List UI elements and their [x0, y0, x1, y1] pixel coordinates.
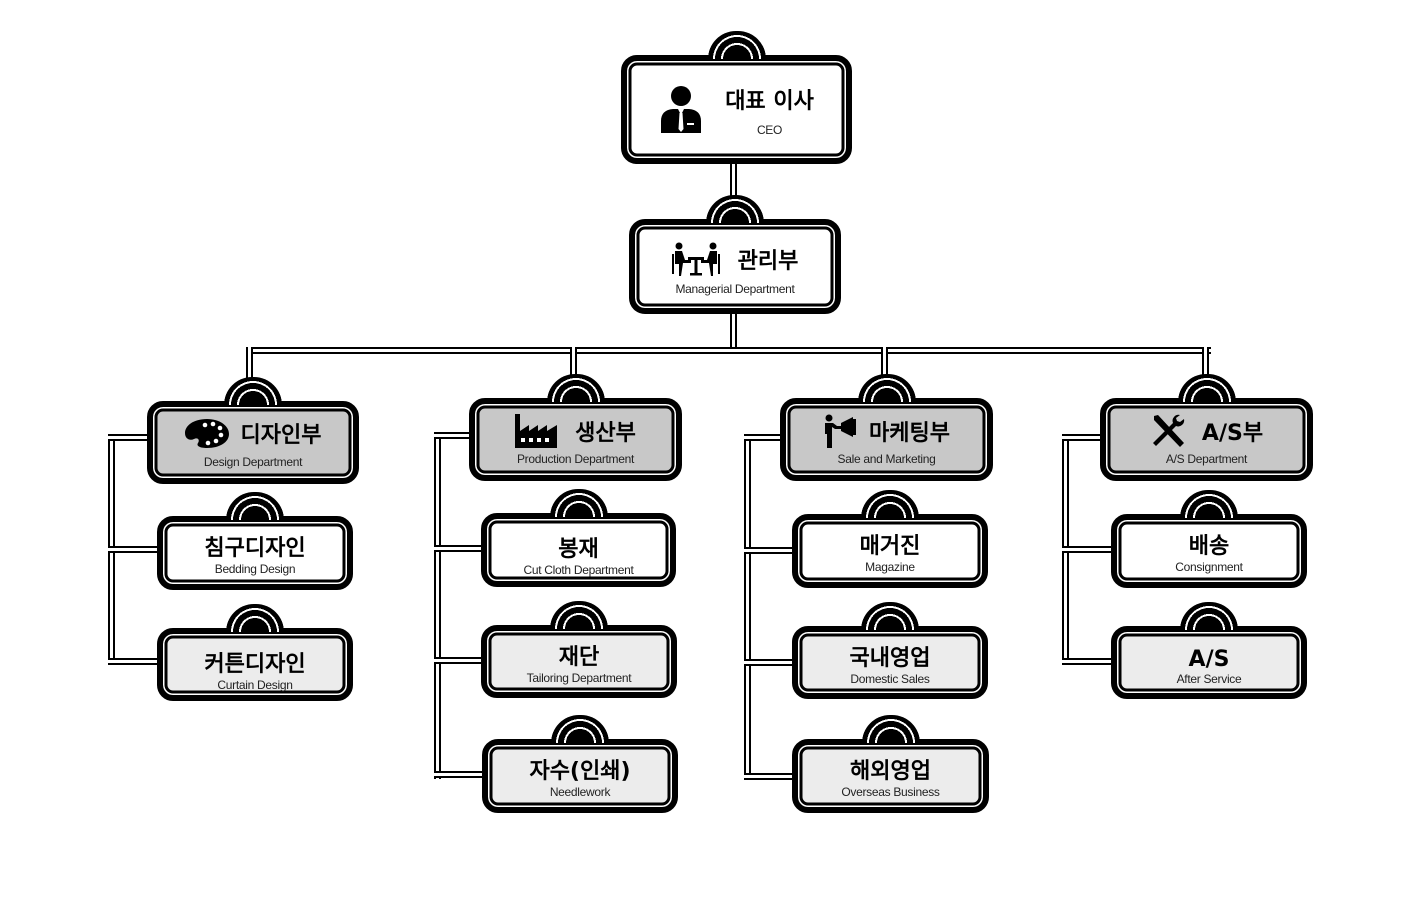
node-subtitle: Managerial Department [675, 281, 795, 296]
team-magazine[interactable]: 매거진 Magazine [792, 490, 988, 588]
node-title: 디자인부 [240, 422, 322, 448]
node-title: 마케팅부 [869, 420, 950, 446]
connector [730, 160, 737, 225]
connector [730, 310, 737, 352]
businessman-icon [659, 85, 703, 135]
team-needlework[interactable]: 자수(인쇄) Needlework [482, 715, 678, 813]
node-title: 침구디자인 [204, 536, 306, 561]
node-subtitle: Bedding Design [214, 562, 296, 576]
connector [108, 658, 162, 665]
node-subtitle: Design Department [203, 454, 303, 469]
node-knob [861, 715, 920, 743]
team-after-service[interactable]: A/S After Service [1111, 602, 1307, 699]
node-subtitle: After Service [1176, 672, 1242, 686]
node-subtitle: Magazine [865, 560, 915, 574]
connector [744, 773, 796, 780]
node-subtitle: Curtain Design [217, 677, 293, 692]
node-knob [861, 602, 919, 630]
node-knob [1180, 602, 1238, 630]
node-subtitle: A/S Department [1165, 451, 1248, 466]
node-title: 해외영업 [850, 759, 931, 784]
node-title: 자수(인쇄) [529, 759, 631, 784]
node-knob [706, 195, 764, 223]
team-overseas-business[interactable]: 해외영업 Overseas Business [792, 715, 989, 813]
connector [434, 432, 474, 439]
team-curtain-design[interactable]: 커튼디자인 Curtain Design [157, 604, 353, 701]
node-subtitle: Domestic Sales [850, 671, 930, 686]
node-subtitle: Overseas Business [841, 785, 940, 799]
node-title: 배송 [1188, 534, 1230, 559]
node-knob [707, 31, 766, 59]
dept-design[interactable]: 디자인부 Design Department [147, 377, 359, 484]
node-knob [550, 601, 608, 629]
connector [1062, 546, 1116, 553]
team-consignment[interactable]: 배송 Consignment [1111, 490, 1307, 588]
node-knob [226, 604, 284, 632]
tools-icon [1150, 414, 1186, 448]
connector [434, 771, 486, 778]
connector [1062, 658, 1116, 665]
node-subtitle: Sale and Marketing [837, 451, 936, 466]
node-knob [546, 374, 605, 402]
connector [434, 545, 486, 552]
node-knob [551, 715, 609, 743]
dept-production[interactable]: 생산부 Production Department [469, 374, 682, 481]
node-subtitle: Tailoring Department [526, 670, 632, 685]
node-subtitle: Needlework [549, 785, 611, 799]
connector [744, 434, 751, 779]
node-title: 매거진 [859, 534, 921, 559]
node-subtitle: CEO [756, 122, 783, 137]
meeting-icon [671, 242, 720, 276]
node-title: 커튼디자인 [204, 651, 306, 677]
connector [744, 659, 796, 666]
node-subtitle: Consignment [1175, 560, 1243, 574]
palette-icon [184, 418, 229, 448]
node-title: 관리부 [737, 248, 799, 274]
connector [744, 547, 796, 554]
node-title: 대표 이사 [725, 88, 814, 114]
management-node[interactable]: 관리부 Managerial Department [629, 195, 841, 314]
node-knob [224, 377, 282, 405]
node-title: 재단 [558, 644, 600, 670]
team-tailoring[interactable]: 재단 Tailoring Department [481, 601, 677, 698]
connector [246, 347, 253, 387]
dept-marketing[interactable]: 마케팅부 Sale and Marketing [780, 374, 993, 481]
connector [108, 434, 152, 441]
node-subtitle: Production Department [516, 451, 635, 466]
node-title: A/S [1188, 647, 1230, 672]
node-title: 봉재 [558, 537, 599, 562]
node-knob [857, 374, 916, 402]
node-title: 국내영업 [849, 645, 931, 671]
connector [1062, 434, 1104, 441]
node-knob [1180, 490, 1238, 518]
connector [881, 347, 888, 387]
dept-as[interactable]: A/S부 A/S Department [1100, 374, 1313, 481]
team-domestic-sales[interactable]: 국내영업 Domestic Sales [792, 602, 988, 699]
megaphone-icon [823, 414, 857, 448]
team-cut-cloth[interactable]: 봉재 Cut Cloth Department [481, 489, 676, 587]
node-title: 생산부 [575, 420, 636, 446]
connector [1202, 347, 1209, 387]
factory-icon [515, 413, 558, 448]
connector [744, 434, 784, 441]
node-knob [226, 492, 284, 520]
connector [434, 657, 486, 664]
node-knob [1177, 374, 1236, 402]
connector [434, 432, 441, 779]
connector [108, 546, 162, 553]
team-bedding-design[interactable]: 침구디자인 Bedding Design [157, 492, 353, 590]
node-title: A/S부 [1201, 420, 1264, 446]
ceo-node[interactable]: 대표 이사 CEO [621, 31, 852, 164]
node-subtitle: Cut Cloth Department [523, 563, 634, 577]
node-knob [861, 490, 919, 518]
node-knob [549, 489, 608, 517]
connector [246, 347, 1211, 354]
connector [570, 347, 577, 387]
